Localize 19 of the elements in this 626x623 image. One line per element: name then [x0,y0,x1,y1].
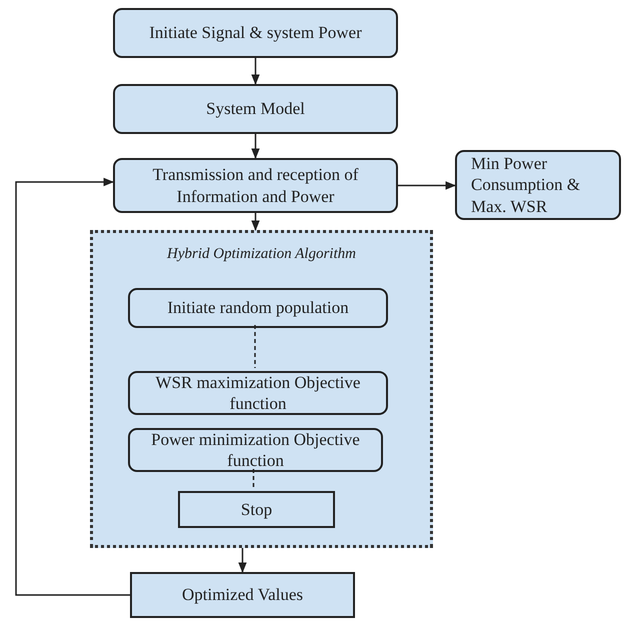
process-box: Optimized Values [130,572,355,618]
arrow [238,548,247,574]
process-box: Transmission and reception of Information and Power [113,158,398,213]
result-box: Min Power Consumption & Max. WSR [455,150,621,220]
process-box: Initiate Signal & system Power [113,8,398,58]
stop-box: Stop [178,491,335,528]
connector-line [254,325,256,368]
arrow [398,181,456,190]
arrow [15,178,130,596]
arrow [251,58,260,86]
process-box: Power minimization Objective function [128,428,383,472]
arrow [251,134,260,160]
group-box [90,230,433,548]
process-box: WSR maximization Objective function [128,371,388,415]
connector-line [252,469,254,488]
arrow [251,213,260,232]
process-box: Initiate random population [128,288,388,328]
group-title: Hybrid Optimization Algorithm [166,245,357,264]
process-box: System Model [113,84,398,134]
